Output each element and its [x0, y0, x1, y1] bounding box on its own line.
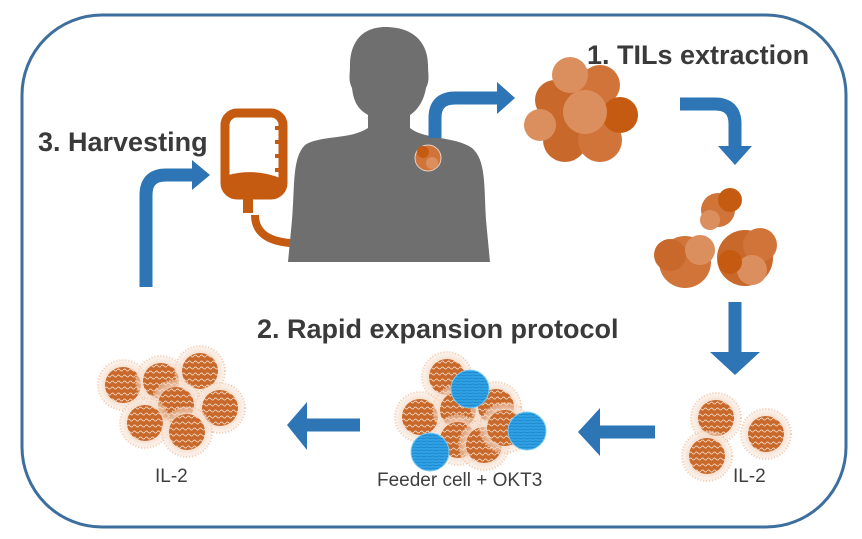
arrow-head-1 [497, 82, 515, 114]
arrow-head-3 [192, 160, 210, 190]
frame [20, 13, 848, 529]
feeder-label: Feeder cell + OKT3 [377, 470, 543, 491]
step-3-label: 3. Harvesting [38, 127, 208, 157]
step-2-label: 2. Rapid expansion protocol [257, 314, 619, 344]
til-cells-expanded [97, 345, 246, 458]
step-1-label: 1. TILs extraction [587, 40, 810, 70]
arrow-icon [139, 91, 742, 439]
tumor-mass-icon [524, 57, 638, 162]
il2-left-label: IL-2 [155, 466, 188, 487]
arrow-head-4 [710, 352, 760, 375]
human-silhouette-icon [288, 27, 490, 262]
arrow-head-5 [578, 408, 600, 456]
il2-right-label: IL-2 [733, 466, 766, 487]
iv-bag-icon [220, 108, 291, 247]
tumor-icon [414, 144, 442, 172]
til-cells-feeder [394, 351, 547, 472]
tumor-fragments-icon [654, 188, 777, 288]
arrow-head-6 [287, 402, 307, 450]
arrow-head-2 [718, 146, 752, 165]
